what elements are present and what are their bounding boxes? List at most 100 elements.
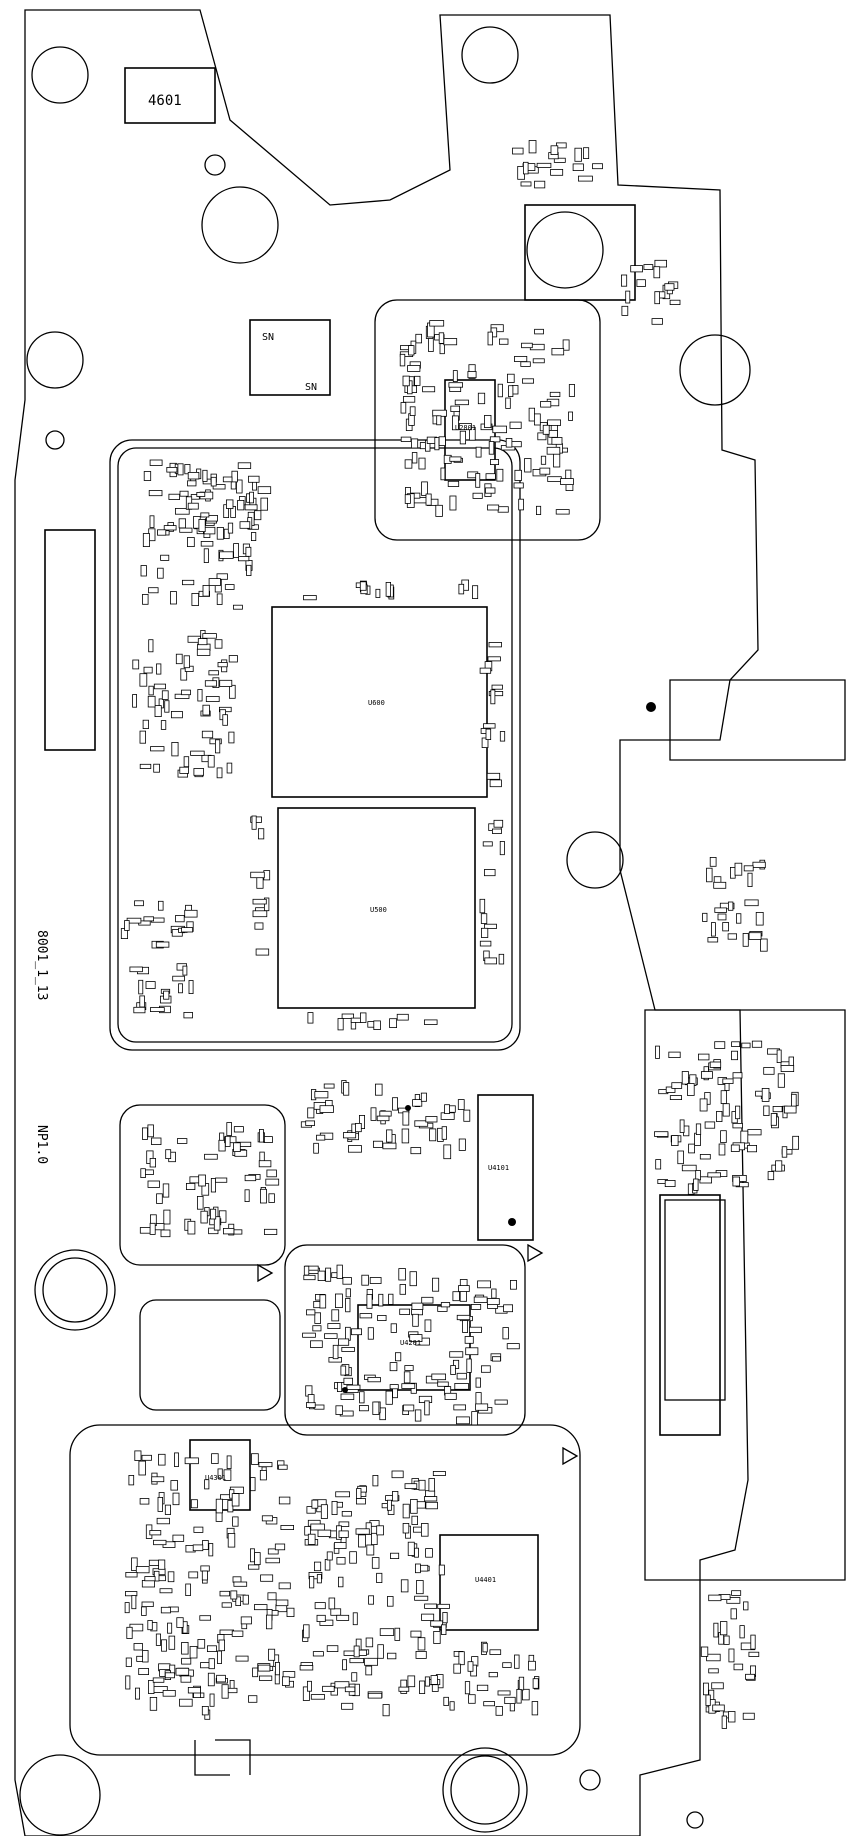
smd-part xyxy=(214,639,223,649)
smd-part xyxy=(550,145,559,156)
smd-part xyxy=(259,1188,267,1204)
smd-part xyxy=(491,684,503,690)
smd-part xyxy=(225,499,234,509)
smd-part xyxy=(388,1293,394,1305)
smd-part xyxy=(411,1515,418,1525)
smd-part xyxy=(456,1372,467,1380)
smd-part xyxy=(489,459,499,465)
smd-part xyxy=(371,1557,380,1569)
smd-part xyxy=(688,1143,695,1154)
smd-part xyxy=(702,912,708,922)
smd-part xyxy=(441,1126,448,1140)
smd-part xyxy=(234,1149,248,1157)
smd-part xyxy=(731,1050,738,1061)
smd-part xyxy=(307,1533,316,1545)
smd-part xyxy=(551,347,565,356)
smd-part xyxy=(134,1450,142,1461)
smd-part xyxy=(306,1402,316,1408)
smd-part xyxy=(404,1483,418,1489)
smd-part xyxy=(425,1501,438,1510)
smd-part xyxy=(408,345,415,356)
smd-part xyxy=(157,567,164,579)
smd-part xyxy=(217,662,228,668)
smd-part xyxy=(483,869,496,877)
small-hole xyxy=(579,1769,601,1791)
smd-part xyxy=(334,1293,343,1309)
smd-part xyxy=(232,1516,239,1527)
smd-part xyxy=(306,1506,316,1514)
smd-part xyxy=(505,437,513,448)
smd-part xyxy=(337,1338,350,1346)
smd-part xyxy=(176,1138,188,1144)
smd-part xyxy=(312,1325,322,1332)
smd-part xyxy=(498,338,509,345)
smd-part xyxy=(201,1706,209,1716)
smd-part xyxy=(304,1526,311,1536)
shield-mid-left xyxy=(119,1104,286,1266)
smd-part xyxy=(386,1129,393,1143)
smd-part xyxy=(763,1105,770,1117)
mount-hole-bottom-left xyxy=(19,1754,101,1836)
smd-part xyxy=(257,486,272,495)
smd-part xyxy=(261,1515,273,1522)
smd-part xyxy=(499,731,506,742)
smd-part xyxy=(355,1528,370,1535)
smd-part xyxy=(153,1570,160,1582)
smd-part xyxy=(399,353,406,367)
smd-part xyxy=(491,828,502,834)
smd-part xyxy=(343,1082,350,1096)
smd-part xyxy=(505,397,511,409)
smd-part xyxy=(485,473,496,480)
smd-part xyxy=(258,1462,273,1468)
smd-part xyxy=(401,1128,410,1144)
smd-part xyxy=(732,1072,743,1079)
smd-part xyxy=(734,862,743,876)
smd-part xyxy=(748,932,762,940)
smd-part xyxy=(307,1394,315,1404)
smd-part xyxy=(149,459,163,466)
smd-part xyxy=(664,1180,676,1188)
smd-part xyxy=(231,1630,244,1637)
smd-part xyxy=(280,1525,294,1531)
smd-part xyxy=(331,1501,338,1516)
smd-part xyxy=(636,279,646,287)
smd-part xyxy=(139,730,146,744)
smd-part xyxy=(341,1511,352,1517)
smd-part xyxy=(546,446,561,455)
smd-part xyxy=(414,1595,429,1601)
ic-u600 xyxy=(271,606,488,798)
smd-part xyxy=(378,1293,384,1307)
smd-part xyxy=(179,1698,193,1707)
smd-part xyxy=(314,1312,321,1324)
smd-part xyxy=(502,1327,509,1340)
smd-part xyxy=(703,1682,709,1696)
smd-part xyxy=(175,1667,190,1676)
smd-part xyxy=(358,1405,369,1412)
smd-part xyxy=(532,1678,539,1689)
smd-part xyxy=(181,579,195,586)
smd-part xyxy=(150,746,165,752)
smd-part xyxy=(125,1591,138,1597)
smd-part xyxy=(520,361,531,367)
smd-part xyxy=(536,162,552,168)
smd-part xyxy=(732,1123,743,1129)
smd-part xyxy=(215,1498,223,1514)
smd-part xyxy=(352,1612,358,1626)
smd-part xyxy=(412,1313,419,1327)
smd-part xyxy=(699,1154,711,1160)
smd-part xyxy=(175,653,183,665)
smd-part xyxy=(124,920,130,931)
smd-part xyxy=(449,1701,455,1711)
smd-part xyxy=(204,680,218,687)
smd-part xyxy=(174,507,190,515)
smd-part xyxy=(728,1711,736,1723)
smd-part xyxy=(441,1624,447,1636)
smd-part xyxy=(147,695,156,708)
smd-part xyxy=(219,679,233,687)
smd-part xyxy=(491,1288,497,1299)
smd-part xyxy=(335,1491,351,1498)
smd-part xyxy=(537,432,547,441)
smd-part xyxy=(488,691,504,697)
smd-part xyxy=(148,490,163,497)
smd-part xyxy=(160,1606,171,1614)
